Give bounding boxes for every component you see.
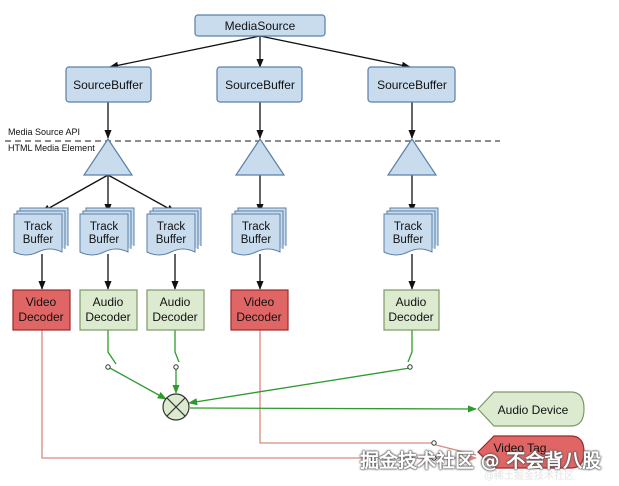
video-switch-pin-1 xyxy=(431,440,437,446)
source-buffer-node-2: SourceBuffer xyxy=(216,66,303,103)
video-decoder-node-2: Video Decoder xyxy=(230,289,289,331)
svg-text:Buffer: Buffer xyxy=(89,234,120,246)
audio-device-node: Audio Device xyxy=(477,391,585,427)
edge-mixer-audiodevice xyxy=(189,405,477,413)
edge-tri1-tb3 xyxy=(107,174,176,213)
media-source-label: MediaSource xyxy=(225,19,296,33)
svg-text:Decoder: Decoder xyxy=(85,310,130,324)
api-boundary: Media Source API HTML Media Element xyxy=(5,127,500,153)
source-buffer-label: SourceBuffer xyxy=(73,78,143,92)
svg-text:Audio: Audio xyxy=(396,295,427,309)
svg-text:Video: Video xyxy=(26,295,57,309)
svg-text:Audio: Audio xyxy=(93,295,124,309)
source-buffer-label: SourceBuffer xyxy=(377,78,447,92)
track-buffer-node-5: Track Buffer xyxy=(383,207,439,256)
boundary-upper-label: Media Source API xyxy=(8,127,80,137)
edge-ad3-switch xyxy=(407,330,413,363)
audio-decoder-node-2: Audio Decoder xyxy=(146,289,205,331)
svg-text:Decoder: Decoder xyxy=(388,310,433,324)
media-source-node: MediaSource xyxy=(194,14,326,37)
edge-vd2-videotag xyxy=(259,330,432,444)
audio-decoder-node-1: Audio Decoder xyxy=(79,289,138,331)
audio-mixer-icon xyxy=(162,393,190,421)
edge-tri1-tb1 xyxy=(41,174,109,213)
watermark-sub: @稀土掘金技术社区 xyxy=(484,471,574,482)
audio-switch-pin-2 xyxy=(173,364,179,370)
watermark: 掘金技术社区 @ 不会背八股 xyxy=(360,450,602,472)
edge-vd1-videotag xyxy=(41,330,477,462)
audio-decoder-node-3: Audio Decoder xyxy=(383,289,440,331)
source-buffer-node-3: SourceBuffer xyxy=(367,66,456,103)
video-tag-node: Video Tag xyxy=(477,435,585,469)
svg-text:Track: Track xyxy=(157,221,186,233)
svg-text:Video: Video xyxy=(244,295,275,309)
svg-text:Buffer: Buffer xyxy=(393,234,424,246)
demuxer-triangle-3 xyxy=(386,137,438,176)
edge-ad1-switch xyxy=(107,330,117,365)
source-buffer-label: SourceBuffer xyxy=(225,78,295,92)
track-buffer-node-1: Track Buffer xyxy=(13,207,69,256)
track-buffer-node-3: Track Buffer xyxy=(146,207,202,256)
svg-text:Buffer: Buffer xyxy=(156,234,187,246)
demuxer-triangle-2 xyxy=(234,137,286,176)
audio-switch-pin-3 xyxy=(407,364,413,370)
demuxer-triangle-1 xyxy=(82,137,134,176)
black-connectors xyxy=(38,35,416,290)
svg-text:Decoder: Decoder xyxy=(236,310,281,324)
svg-text:Track: Track xyxy=(242,221,271,233)
edge-ad1-mixer xyxy=(107,366,167,400)
boundary-lower-label: HTML Media Element xyxy=(8,143,95,153)
video-switch-pin-2 xyxy=(431,455,437,461)
edge-ad3-mixer xyxy=(188,367,411,406)
source-buffer-node-1: SourceBuffer xyxy=(65,66,152,103)
svg-text:Buffer: Buffer xyxy=(23,234,54,246)
edge-ms-sb1 xyxy=(109,35,261,69)
svg-text:Track: Track xyxy=(394,221,423,233)
svg-text:Decoder: Decoder xyxy=(152,310,197,324)
audio-device-label: Audio Device xyxy=(498,403,569,417)
svg-text:Audio: Audio xyxy=(160,295,191,309)
svg-text:Buffer: Buffer xyxy=(241,234,272,246)
track-buffer-node-4: Track Buffer xyxy=(231,207,287,256)
edge-ms-sb3 xyxy=(259,35,411,69)
video-tag-label: Video Tag xyxy=(494,441,547,455)
audio-switch-pin-1 xyxy=(105,364,111,370)
svg-text:Track: Track xyxy=(24,221,53,233)
track-buffer-node-2: Track Buffer xyxy=(79,207,135,256)
video-decoder-node-1: Video Decoder xyxy=(12,289,71,331)
edge-ad2-switch xyxy=(174,330,180,363)
svg-text:Decoder: Decoder xyxy=(18,310,63,324)
video-connectors xyxy=(41,330,477,462)
svg-text:Track: Track xyxy=(90,221,119,233)
video-switch-arm xyxy=(435,444,477,456)
audio-connectors xyxy=(107,330,477,413)
